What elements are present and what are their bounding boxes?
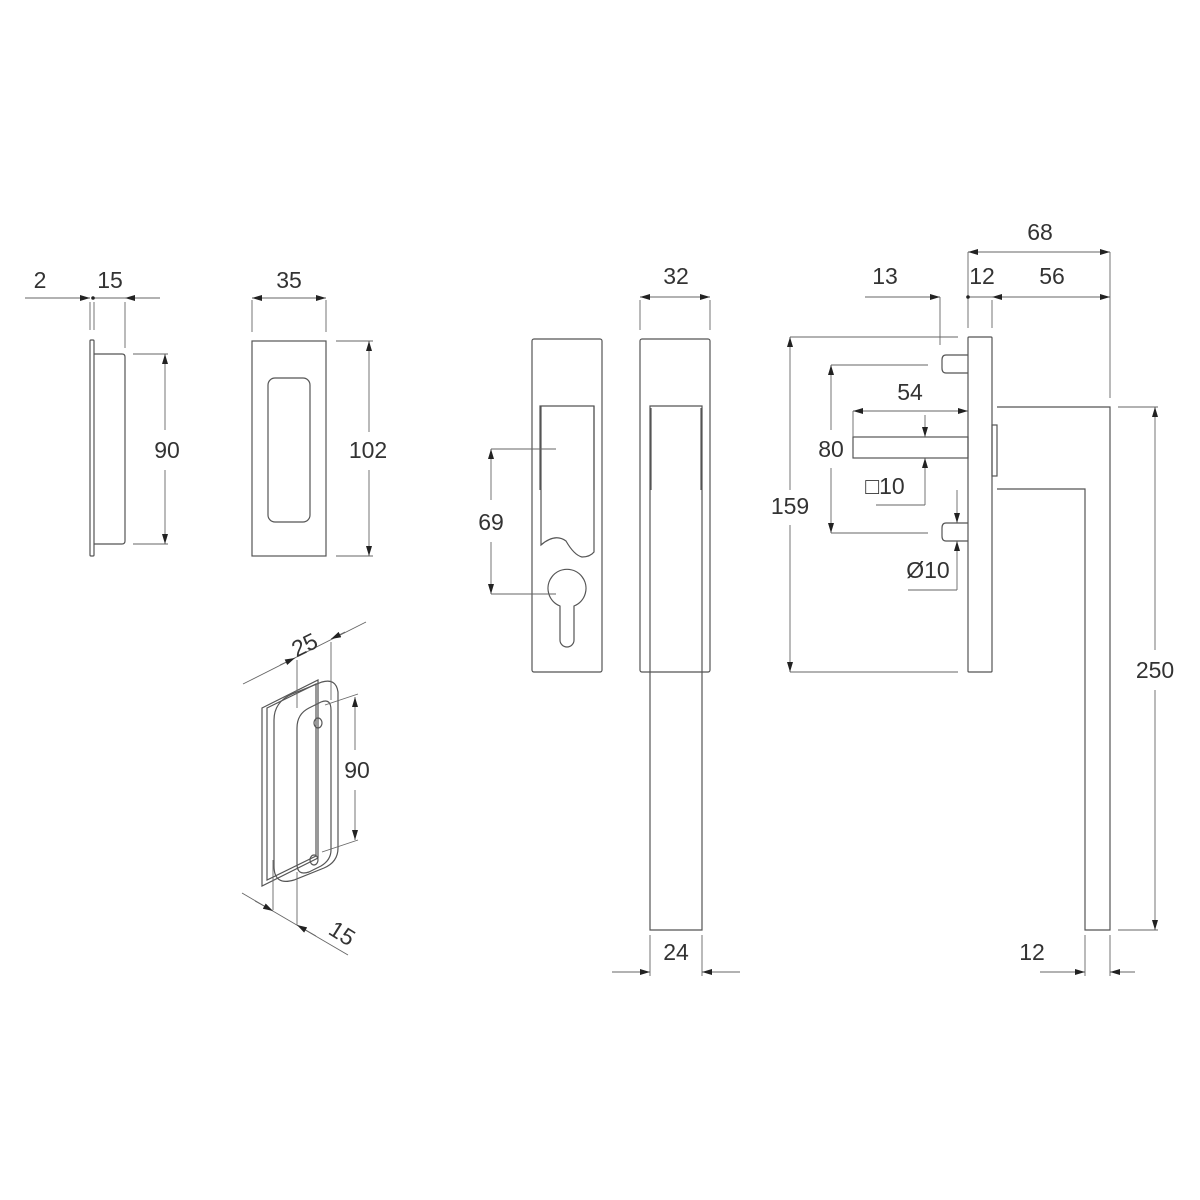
dim-handle-thickness: 12 <box>1019 939 1045 965</box>
backplate-front-view: 69 <box>478 338 603 673</box>
flush-pull-isometric-view: 25 90 15 <box>241 621 370 956</box>
handle-side-view: 68 13 12 56 159 80 54 □10 Ø10 250 12 <box>771 219 1174 976</box>
flush-pull-front-view: 35 102 <box>251 267 387 557</box>
dim-pin-spacing: 80 <box>818 436 844 462</box>
dim-plate-width: 32 <box>663 263 689 289</box>
dim-plate-thickness: 2 <box>34 267 47 293</box>
dim-height: 90 <box>154 437 180 463</box>
dim-handle-projection: 56 <box>1039 263 1065 289</box>
dim-depth: 15 <box>324 915 359 951</box>
dim-handle-width: 24 <box>663 939 689 965</box>
dim-plate-thickness: 12 <box>969 263 995 289</box>
dim-total-projection: 68 <box>1027 219 1053 245</box>
dim-depth: 15 <box>97 267 123 293</box>
flush-pull-side-view: 2 15 90 <box>25 267 180 557</box>
dim-lock-distance: 69 <box>478 509 504 535</box>
dim-height: 102 <box>349 437 387 463</box>
dim-spindle-square: □10 <box>865 473 904 499</box>
dim-spindle-length: 54 <box>897 379 923 405</box>
dim-width: 25 <box>287 628 321 663</box>
dim-height: 90 <box>344 757 370 783</box>
dim-handle-length: 250 <box>1136 657 1174 683</box>
dim-plate-height: 159 <box>771 493 809 519</box>
handle-front-view: 32 24 <box>612 263 740 976</box>
dim-pin-diameter: Ø10 <box>906 557 949 583</box>
dim-width: 35 <box>276 267 302 293</box>
dim-pin-length: 13 <box>872 263 898 289</box>
